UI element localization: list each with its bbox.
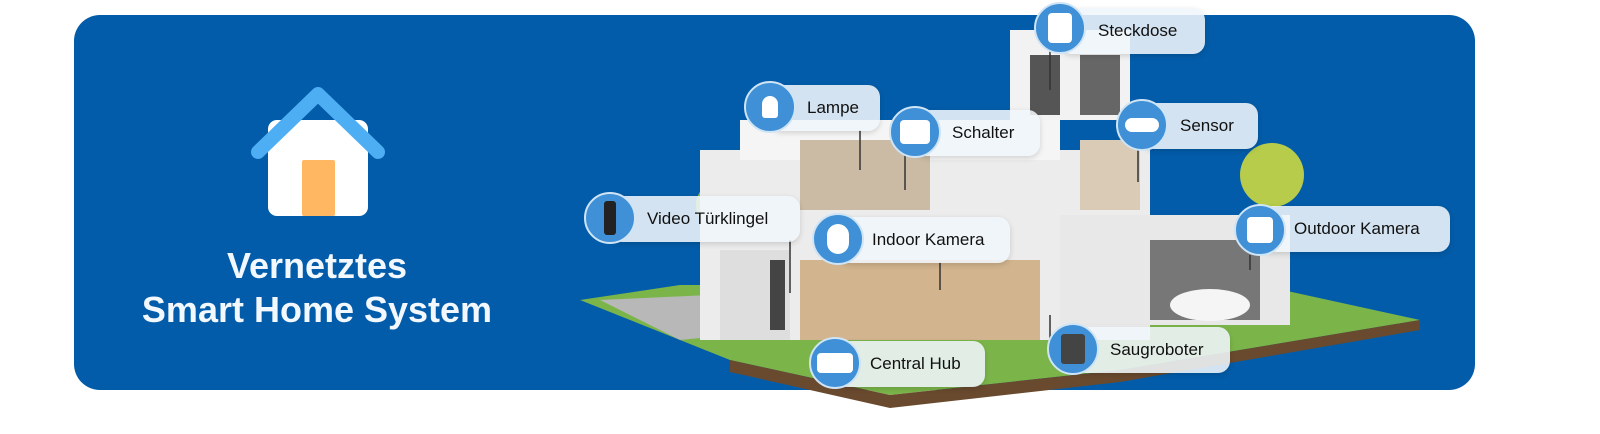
home-icon (251, 87, 385, 216)
switch-icon (889, 106, 941, 158)
doorbell-icon (584, 192, 636, 244)
title-line-2: Smart Home System (141, 289, 493, 330)
indoor-camera-icon (812, 213, 864, 265)
device-label: Video Türklingel (647, 209, 769, 228)
device-label: Outdoor Kamera (1294, 219, 1420, 238)
device-label: Saugroboter (1110, 340, 1204, 359)
smart-plug-icon (1034, 2, 1086, 54)
device-label: Lampe (807, 98, 859, 117)
device-label: Indoor Kamera (872, 230, 985, 249)
device-tag-saugroboter[interactable]: Saugroboter (1073, 327, 1230, 373)
device-label: Steckdose (1098, 21, 1178, 40)
hub-icon (809, 337, 861, 389)
device-tag-video-tuerklingel[interactable]: Video Türklingel (610, 196, 800, 242)
device-label: Schalter (952, 123, 1015, 142)
device-tag-steckdose[interactable]: Steckdose (1060, 8, 1205, 54)
sensor-icon (1116, 99, 1168, 151)
robot-vacuum-icon (1047, 323, 1099, 375)
device-label: Central Hub (870, 354, 961, 373)
device-label: Sensor (1180, 116, 1234, 135)
device-tag-outdoor-kamera[interactable]: Outdoor Kamera (1260, 206, 1450, 252)
bulb-icon (744, 81, 796, 133)
device-tag-indoor-kamera[interactable]: Indoor Kamera (838, 217, 1010, 263)
title-line-1: Vernetztes (226, 245, 408, 286)
page-title: Vernetztes Smart Home System (100, 244, 534, 332)
outdoor-camera-icon (1234, 204, 1286, 256)
